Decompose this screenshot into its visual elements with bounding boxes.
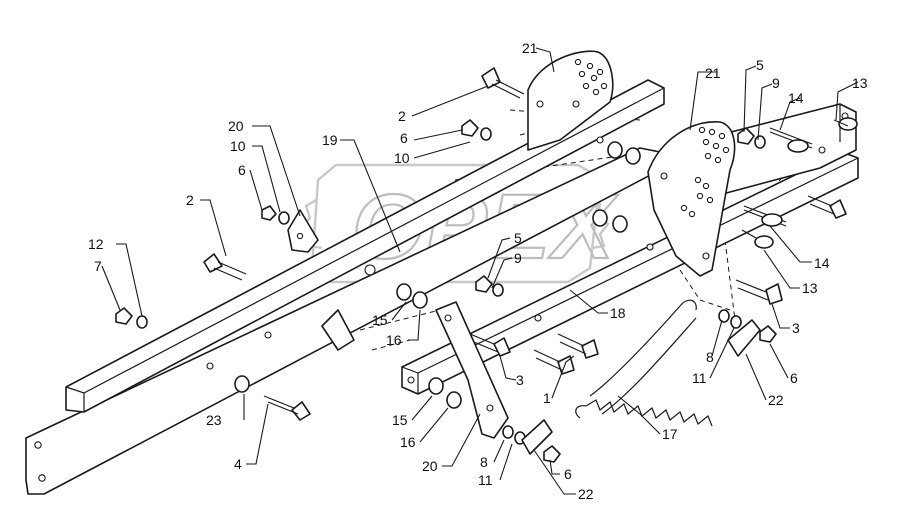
callout-18: 18 — [610, 305, 626, 321]
callout-22-right: 22 — [768, 392, 784, 408]
callout-9-top: 9 — [772, 75, 780, 91]
nuts-washers — [115, 119, 777, 463]
callout-4: 4 — [234, 456, 242, 472]
callout-23: 23 — [206, 412, 222, 428]
bolt-2-top — [481, 67, 525, 99]
callout-1: 1 — [543, 390, 551, 406]
callout-8-bottom: 8 — [480, 454, 488, 470]
callout-13-right: 13 — [802, 280, 818, 296]
square-tube — [65, 79, 665, 413]
callout-6-left: 6 — [238, 162, 246, 178]
callout-6-right: 6 — [790, 370, 798, 386]
lower-bracket — [435, 301, 509, 439]
callout-2-left: 2 — [186, 192, 194, 208]
callout-16-bottom: 16 — [400, 434, 416, 450]
callout-3-mid: 3 — [516, 372, 524, 388]
callout-10-left: 10 — [230, 138, 246, 154]
leader-lines — [101, 47, 859, 495]
tension-spring — [575, 299, 713, 427]
callout-10-top: 10 — [394, 150, 410, 166]
upper-bracket-plate-left — [527, 50, 614, 151]
callout-15-bottom: 15 — [392, 412, 408, 428]
bolt-4 — [263, 395, 311, 421]
bushings — [234, 141, 641, 409]
callout-2-top: 2 — [398, 108, 406, 124]
callout-6-top: 6 — [400, 130, 408, 146]
callout-14-top: 14 — [788, 90, 804, 106]
callout-11-right: 11 — [692, 370, 707, 386]
callout-7: 7 — [94, 258, 102, 274]
bolt-right-end — [807, 195, 847, 219]
callout-14-right: 14 — [814, 255, 830, 271]
callout-16-mid: 16 — [386, 332, 402, 348]
callout-3-right: 3 — [792, 320, 800, 336]
callout-11-bottom: 11 — [478, 472, 493, 488]
small-bracket-upper — [287, 209, 319, 253]
small-bracket-lower-left — [321, 309, 355, 351]
callout-20-bottom: 20 — [422, 458, 438, 474]
bolt-3-right — [735, 279, 783, 305]
callout-17: 17 — [662, 426, 678, 442]
pins-clips — [741, 117, 858, 249]
bolt-3-mid — [469, 333, 511, 357]
upper-bracket-plate-right — [647, 121, 736, 277]
callout-9-mid: 9 — [514, 250, 522, 266]
callout-15-mid: 15 — [372, 312, 388, 328]
callout-5-top: 5 — [756, 57, 764, 73]
bolt-1-b — [533, 349, 575, 375]
callout-5-mid: 5 — [514, 230, 522, 246]
callout-20-top: 20 — [228, 118, 244, 134]
callout-22-bottom: 22 — [578, 486, 594, 502]
small-plates — [521, 319, 761, 455]
callout-13-top: 13 — [852, 75, 868, 91]
bolt-1-a — [557, 333, 599, 359]
callout-21-right: 21 — [705, 65, 721, 81]
bolt-2-left — [203, 253, 247, 281]
callout-21-left: 21 — [522, 40, 538, 56]
bolts — [203, 67, 847, 421]
callout-labels: 21 21 5 9 13 14 2 6 10 20 10 6 19 2 5 9 … — [88, 40, 868, 502]
callout-8-right: 8 — [706, 349, 714, 365]
callout-6-bottom: 6 — [564, 466, 572, 482]
callout-12: 12 — [88, 236, 104, 252]
callout-19: 19 — [322, 132, 338, 148]
